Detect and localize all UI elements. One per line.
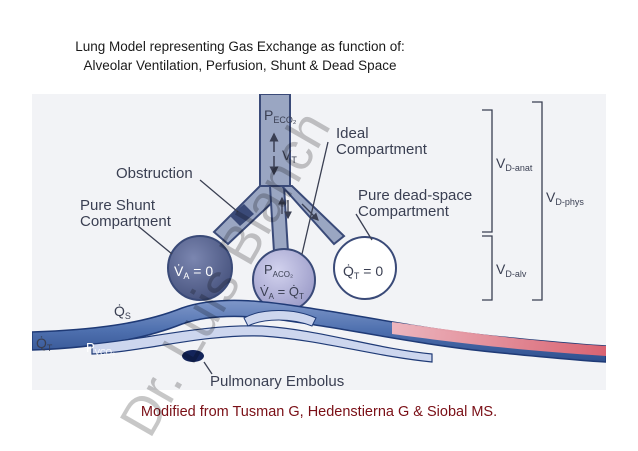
embolus-leader [203, 361, 213, 375]
source-credit: Modified from Tusman G, Hedenstierna G &… [140, 404, 498, 420]
paco2-label: PACO₂ [264, 262, 293, 279]
pulmonary-vessel-main [32, 299, 606, 363]
qs-label: Q̇S [114, 303, 131, 321]
pure-shunt-leader [137, 225, 173, 255]
vd-anat-bracket [482, 109, 493, 233]
va-equals-q-label: V̇A = Q̇T [260, 284, 304, 301]
pulmonary-embolus-clot [182, 350, 204, 362]
pure-dead-label-line1: Pure dead-space [358, 187, 472, 204]
shunt-vessel [91, 325, 433, 363]
pulmonary-embolus-label: Pulmonary Embolus [210, 373, 344, 390]
ideal-label-line1: Ideal [336, 125, 369, 142]
obstruction-label: Obstruction [116, 165, 193, 182]
obstruction-leader [199, 179, 239, 213]
pure-shunt-label-line1: Pure Shunt [80, 197, 156, 214]
lung-model-svg: PECO₂ VT Obstruction Ideal Compartment P… [32, 94, 606, 390]
vd-anat-label: VD-anat [496, 155, 533, 173]
arterial-band [392, 322, 606, 356]
va-zero-label: V̇A = 0 [174, 263, 213, 281]
qt-label: Q̇T [36, 335, 53, 353]
vd-phys-bracket [532, 101, 543, 301]
obstruction-plug [230, 204, 254, 226]
pure-shunt-label-line2: Compartment [80, 213, 172, 230]
vd-phys-label: VD-phys [546, 189, 584, 207]
caption-line-2: Alveolar Ventilation, Perfusion, Shunt &… [83, 58, 397, 73]
middle-bronchus [268, 185, 290, 253]
right-flow-arrow [301, 203, 319, 221]
pure-shunt-alveolus [167, 235, 233, 301]
dead-space-alveolus [333, 236, 397, 300]
pvco2-label: PVCO₂ [86, 340, 115, 357]
capillary-ideal [243, 310, 317, 327]
ideal-label-line2: Compartment [336, 141, 428, 158]
caption-line-1: Lung Model representing Gas Exchange as … [75, 39, 405, 54]
vd-alv-label: VD-alv [496, 261, 527, 279]
vt-label: VT [282, 147, 297, 165]
ideal-leader [301, 141, 329, 255]
lung-model-diagram: PECO₂ VT Obstruction Ideal Compartment P… [32, 94, 606, 390]
peco2-label: PECO₂ [264, 107, 297, 125]
vd-alv-bracket [482, 235, 493, 301]
pure-dead-label-line2: Compartment [358, 203, 450, 220]
pure-dead-leader [355, 213, 373, 241]
qt-zero-label: Q̇T = 0 [343, 263, 383, 281]
